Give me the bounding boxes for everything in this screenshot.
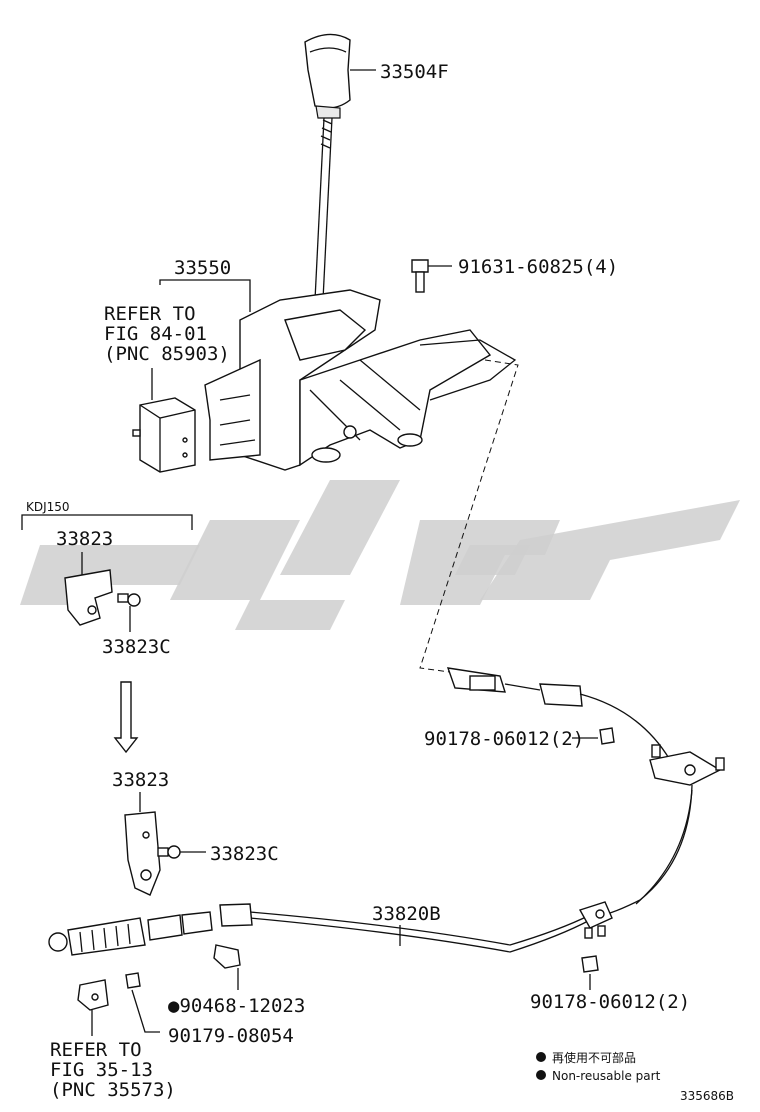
legend-text-en: Non-reusable part <box>552 1069 661 1083</box>
control-module <box>132 397 196 473</box>
variant-bracket <box>21 514 193 530</box>
bracket-small-left <box>77 979 109 1011</box>
label-91631: 91631-60825(4) <box>458 256 618 278</box>
refer-fig35-line3: (PNC 35573) <box>50 1079 176 1101</box>
bracket-33823-upper <box>64 569 113 626</box>
leader-90179 <box>131 989 160 1033</box>
label-kdj150: KDJ150 <box>26 500 70 514</box>
refer-fig84-line2: FIG 84-01 <box>104 323 207 345</box>
cable-run-right-2 <box>635 789 693 905</box>
leader-33550 <box>159 279 251 312</box>
label-33820B: 33820B <box>372 903 441 925</box>
clip-90468 <box>213 944 241 969</box>
label-33504F: 33504F <box>380 61 449 83</box>
shift-knob <box>304 33 351 119</box>
nut-90178-upper <box>599 727 615 745</box>
refer-fig84-line3: (PNC 85903) <box>104 343 230 365</box>
diagram-id: 335686B <box>680 1089 734 1103</box>
label-33550: 33550 <box>174 257 231 279</box>
dashed-guide-line <box>419 359 519 673</box>
nut-90178-lower <box>581 955 599 973</box>
refer-fig84-line1: REFER TO <box>104 303 196 325</box>
label-33823-lower: 33823 <box>112 769 169 791</box>
label-90178-upper: 90178-06012(2) <box>424 728 584 750</box>
cable-clamp-right <box>578 901 613 939</box>
refer-fig35-line1: REFER TO <box>50 1039 142 1061</box>
cable-run-middle-2 <box>249 917 591 953</box>
shift-rod <box>313 117 333 321</box>
shift-lever-assembly <box>204 289 517 471</box>
label-33823C-upper: 33823C <box>102 636 171 658</box>
clip-33823C-lower <box>157 845 181 859</box>
label-33823-upper: 33823 <box>56 528 113 550</box>
refer-fig35-line2: FIG 35-13 <box>50 1059 153 1081</box>
bolt-91631 <box>411 259 429 293</box>
arrow-down-icon <box>113 681 139 754</box>
watermark-logo <box>20 480 740 630</box>
label-90468: ●90468-12023 <box>168 995 305 1017</box>
bracket-33823-lower <box>124 811 161 896</box>
nut-90179 <box>125 972 141 989</box>
label-33823C-lower: 33823C <box>210 843 279 865</box>
label-90179: 90179-08054 <box>168 1025 294 1047</box>
legend-dot-cn <box>536 1052 546 1062</box>
legend-dot-en <box>536 1070 546 1080</box>
clip-33823C-upper <box>117 593 141 607</box>
cable-lower-end <box>48 903 253 956</box>
legend-text-cn: 再使用不可部品 <box>552 1050 636 1065</box>
cable-upper-end <box>446 667 725 786</box>
label-90178-lower: 90178-06012(2) <box>530 991 690 1013</box>
cable-run-middle <box>249 911 591 946</box>
